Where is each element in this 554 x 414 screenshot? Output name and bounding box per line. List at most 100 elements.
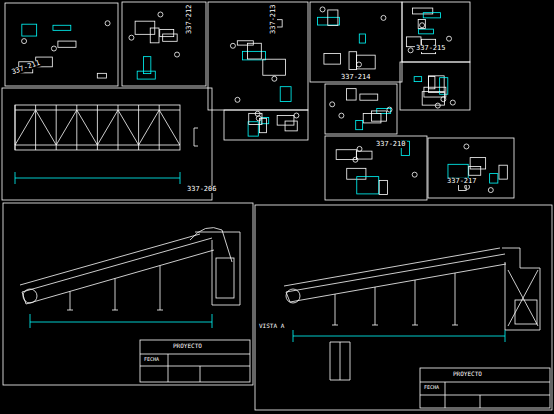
detail-part: [324, 54, 341, 65]
dimension-tick: [15, 172, 16, 184]
callout-bubble: [22, 39, 27, 44]
callout-bubble: [158, 12, 163, 17]
callout-bubble: [330, 102, 335, 107]
callout-bubble: [465, 184, 470, 189]
detail-part: [356, 151, 372, 159]
detail-part: [356, 121, 363, 130]
callout-bubble: [129, 35, 134, 40]
detail-part: [470, 158, 485, 169]
detail-part: [428, 76, 444, 93]
title-block: [140, 340, 250, 382]
title-rule: [168, 354, 169, 382]
callout-bubble: [441, 97, 446, 102]
detail-part: [349, 52, 357, 70]
title-block: [420, 368, 550, 408]
detail-part: [247, 43, 261, 59]
callout-bubble: [272, 76, 277, 81]
callout-bubble: [420, 23, 425, 28]
title-rule: [420, 382, 550, 383]
sheet-frame: [5, 3, 118, 86]
support-leg: [70, 291, 71, 310]
detail-part: [414, 77, 421, 82]
callout-bubble: [387, 107, 392, 112]
detail-part: [53, 25, 71, 30]
detail-part: [490, 174, 498, 183]
callout-bubble: [447, 36, 452, 41]
detail-part: [143, 57, 150, 74]
sheet-frame: [310, 2, 402, 82]
support-legs: [67, 266, 163, 310]
support-leg: [455, 273, 456, 325]
detail-part: [424, 87, 446, 97]
detail-part: [280, 87, 291, 102]
detail-part: [285, 121, 297, 131]
tail-pulley: [23, 289, 37, 303]
dimension-line: [30, 322, 212, 323]
sheet-frame: [208, 2, 308, 110]
support-leg: [375, 287, 376, 325]
view-label: VISTA A: [258, 323, 285, 329]
detail-part: [328, 10, 338, 26]
sheet-number: 337-215: [415, 45, 447, 52]
detail-part: [58, 41, 76, 47]
truss-diagonal: [139, 110, 160, 145]
truss-diagonal: [159, 110, 180, 145]
support-legs: [332, 273, 458, 325]
title-rule: [420, 395, 550, 396]
detail-part: [163, 34, 177, 41]
support-leg: [335, 294, 336, 325]
sheet-number: 337-214: [340, 74, 372, 81]
dimension-tick: [293, 330, 294, 342]
sheet-frame: [2, 88, 212, 200]
callout-bubble: [408, 48, 413, 53]
leg-foot: [372, 325, 378, 326]
dimension-tick: [180, 172, 181, 184]
title-rule: [200, 366, 201, 382]
sheet-frame: [255, 205, 552, 410]
callout-bubble: [339, 113, 344, 118]
callout-bubble: [435, 103, 440, 108]
drive-box: [216, 258, 234, 298]
callout-bubble: [294, 113, 299, 118]
drive-box: [515, 300, 537, 324]
conveyor-frame: [20, 234, 214, 304]
callout-bubble: [235, 97, 240, 102]
detail-linework: [19, 7, 508, 195]
dimension-line: [15, 178, 180, 179]
detail-part: [357, 177, 379, 194]
sheet-frame: [325, 136, 427, 200]
callout-bubble: [356, 62, 361, 67]
sheet-number: 337-212: [186, 3, 193, 35]
truss-diagonal: [77, 110, 98, 145]
callout-bubble: [256, 116, 261, 121]
dimension-line: [293, 336, 505, 337]
dimension-tick: [505, 330, 506, 342]
detail-part: [448, 164, 468, 178]
detail-part: [22, 24, 37, 36]
title-rule: [445, 382, 446, 408]
title-cell: FECHA: [423, 385, 440, 390]
tail-pulley: [286, 289, 300, 303]
dimension-tick: [30, 314, 31, 328]
truss-diagonal: [36, 110, 57, 145]
sheet-frame: [402, 2, 470, 62]
detail-part: [356, 55, 375, 69]
truss-post: [159, 105, 160, 150]
detail-part: [347, 168, 366, 179]
callout-bubble: [320, 7, 325, 12]
truss-post: [35, 105, 36, 150]
sheet-frame: [428, 138, 514, 198]
callout-bubble: [353, 157, 358, 162]
detail-part: [419, 29, 434, 34]
sheet-number: 337-210: [375, 141, 407, 148]
callout-bubble: [357, 146, 362, 151]
sheet-frame: [325, 84, 397, 134]
detail-part: [360, 94, 378, 100]
detail-part: [371, 111, 386, 121]
callout-bubble: [450, 100, 455, 105]
detail-part: [317, 17, 339, 25]
truss-post: [76, 105, 77, 150]
detail-part: [160, 29, 174, 36]
detail-part: [137, 71, 155, 79]
detail-part: [346, 89, 356, 100]
